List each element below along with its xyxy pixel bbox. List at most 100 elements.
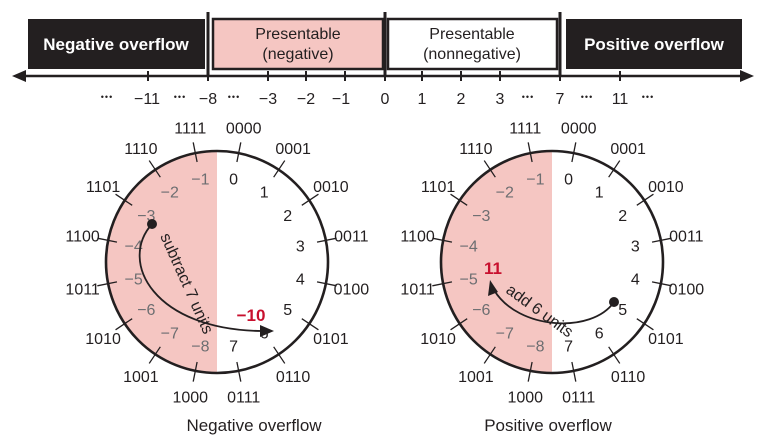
right-binary-label: 1101: [421, 179, 456, 196]
number-line-label: •••: [101, 92, 113, 102]
right-wheel-tick: [527, 142, 533, 163]
right-value-label: 6: [595, 326, 604, 343]
presentable-nonnegative-line2: (nonnegative): [423, 46, 521, 63]
subtract-arrowhead-icon: [260, 325, 274, 337]
number-line-label: −2: [297, 91, 315, 108]
presentable-nonnegative-box: [386, 17, 559, 71]
left-binary-label: 1110: [124, 141, 157, 158]
left-value-label: 5: [283, 302, 292, 319]
right-wheel-tick: [608, 346, 621, 364]
left-binary-label: 0111: [227, 389, 260, 406]
left-wheel-tick: [236, 361, 242, 382]
add-arrowhead-icon: [488, 280, 498, 296]
presentable-nonnegative-line1: Presentable: [429, 26, 514, 43]
subtract-start-dot: [147, 219, 157, 229]
right-value-label: 2: [618, 208, 627, 225]
right-value-label: −5: [460, 272, 478, 289]
left-wheel-tick: [316, 237, 337, 243]
left-value-label: −2: [161, 184, 179, 201]
right-value-label: −4: [460, 238, 478, 255]
left-value-label: 4: [296, 272, 305, 289]
top-bar: Negative overflow Presentable (negative)…: [28, 12, 742, 76]
right-negative-half: [441, 151, 552, 373]
right-binary-label: 0010: [648, 179, 684, 196]
right-binary-label: 1110: [459, 141, 492, 158]
right-binary-label: 1100: [400, 228, 435, 245]
right-wheel-tick: [651, 281, 672, 287]
left-value-label: −4: [125, 238, 143, 255]
right-wheel-tick: [527, 361, 533, 382]
left-wheel-tick: [115, 318, 133, 331]
number-line-label: 0: [381, 91, 390, 108]
right-caption: Positive overflow: [484, 416, 612, 435]
number-line-label: •••: [581, 92, 593, 102]
right-value-label: 0: [564, 172, 573, 189]
left-binary-label: 0011: [334, 228, 369, 245]
right-binary-label: 0110: [611, 369, 646, 386]
presentable-negative-line2: (negative): [262, 46, 333, 63]
left-binary-label: 1000: [172, 389, 208, 406]
right-wheel-circle: [439, 149, 665, 375]
left-wheel-tick: [192, 142, 198, 163]
left-wheel-tick: [301, 318, 319, 331]
right-binary-label: 0101: [648, 331, 684, 348]
left-value-label: 7: [229, 338, 238, 355]
right-value-label: −1: [526, 172, 544, 189]
left-value-label: −1: [191, 172, 209, 189]
negative-result: −10: [237, 306, 266, 325]
right-wheel-tick: [483, 160, 496, 178]
right-wheel-tick: [432, 281, 453, 287]
left-binary-label: 0010: [313, 179, 349, 196]
left-binary-label: 0110: [276, 369, 311, 386]
left-binary-label: 0100: [334, 282, 370, 299]
left-value-label: 0: [229, 172, 238, 189]
right-value-label: −7: [496, 326, 514, 343]
right-wheel-tick: [651, 237, 672, 243]
number-line-label: •••: [642, 92, 654, 102]
left-value-label: −7: [161, 326, 179, 343]
left-wheel-circle: [104, 149, 330, 375]
left-wheel-tick: [148, 346, 161, 364]
right-wheel-tick: [608, 160, 621, 178]
left-value-label: 3: [296, 238, 305, 255]
number-line-label: 1: [418, 91, 427, 108]
left-wheel-tick: [192, 361, 198, 382]
number-line-label: −8: [199, 91, 217, 108]
left-binary-label: 0000: [226, 121, 262, 138]
presentable-negative-box: [211, 17, 385, 71]
left-wheel-tick: [273, 346, 286, 364]
positive-overflow-box: [566, 19, 742, 69]
left-binary-label: 1011: [65, 282, 100, 299]
number-line-label: −3: [259, 91, 277, 108]
left-wheel-tick: [148, 160, 161, 178]
left-wheel-tick: [236, 142, 242, 163]
left-wheel-tick: [316, 281, 337, 287]
number-line-label: 7: [556, 91, 565, 108]
right-value-label: 4: [631, 272, 640, 289]
left-binary-label: 0001: [275, 141, 311, 158]
negative-overflow-box: [28, 19, 205, 69]
right-binary-label: 0000: [561, 121, 597, 138]
positive-overflow-label: Positive overflow: [584, 35, 725, 54]
right-wheel-tick: [571, 361, 577, 382]
right-wheel-tick: [432, 237, 453, 243]
left-value-label: 2: [283, 208, 292, 225]
right-value-label: 1: [595, 184, 604, 201]
left-binary-label: 1100: [65, 228, 100, 245]
number-line-label: 2: [457, 91, 466, 108]
positive-result: 11: [484, 259, 502, 278]
right-binary-label: 0011: [669, 228, 704, 245]
right-value-label: −6: [472, 302, 490, 319]
right-binary-label: 1011: [400, 282, 435, 299]
right-wheel-tick: [636, 318, 654, 331]
right-wheel-tick: [483, 346, 496, 364]
right-value-label: 7: [564, 338, 573, 355]
right-binary-label: 0001: [610, 141, 646, 158]
right-binary-label: 1111: [509, 121, 541, 138]
left-arrowhead-icon: [12, 70, 26, 82]
left-wheel: 0000000011001020011301004010150110601117…: [65, 121, 369, 407]
